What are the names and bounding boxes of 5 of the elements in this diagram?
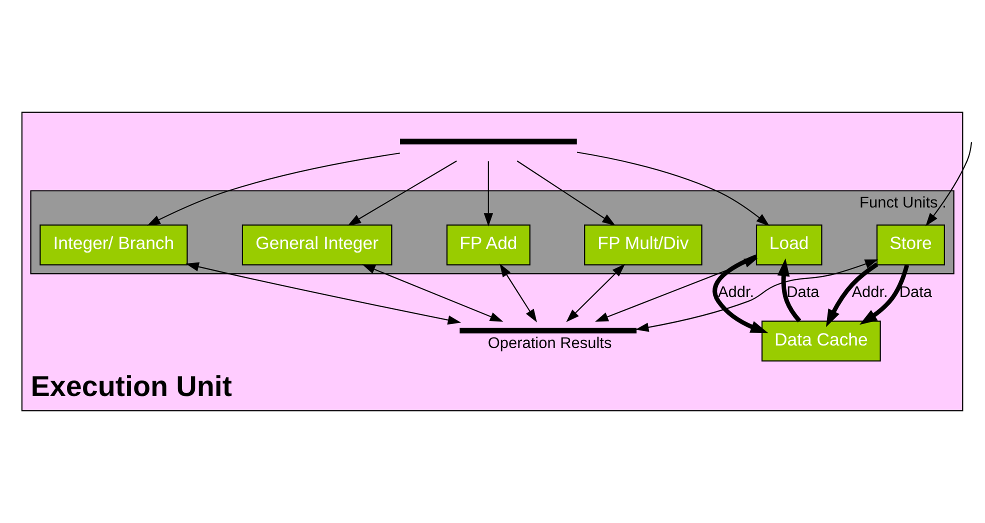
edge-label: Data [786, 284, 820, 302]
edge-label: Addr. [852, 284, 888, 302]
edge-label: Data [899, 284, 932, 302]
node-label: Operation Results [488, 334, 612, 352]
edge-label: Addr. [718, 284, 754, 302]
